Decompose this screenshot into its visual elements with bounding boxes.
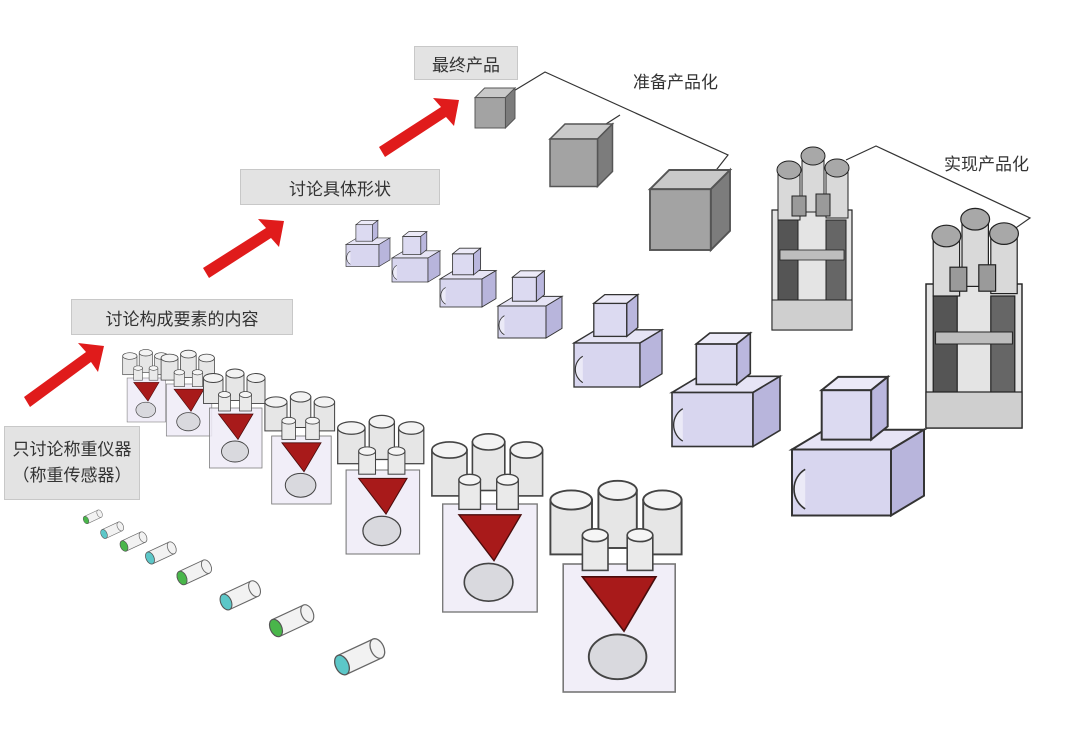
component-assembly bbox=[203, 368, 266, 469]
sensor-cylinder bbox=[174, 557, 215, 587]
component-assembly bbox=[549, 479, 683, 693]
connector-prepare bbox=[511, 71, 729, 179]
shape-block bbox=[573, 293, 663, 388]
sensor-cylinder bbox=[217, 578, 264, 613]
sensor-cylinder bbox=[266, 602, 317, 640]
component-assembly bbox=[337, 414, 425, 555]
shape-block bbox=[497, 270, 563, 339]
label-weighing-instrument: 只讨论称重仪器 （称重传感器） bbox=[4, 426, 140, 500]
sensor-cylinder bbox=[118, 530, 149, 553]
progress-arrow-2 bbox=[203, 219, 284, 278]
label-weighing-instrument-line2: （称重传感器） bbox=[12, 466, 132, 486]
sensor-cylinder bbox=[98, 520, 126, 540]
label-prepare-productization: 准备产品化 bbox=[633, 73, 718, 93]
sensor-cylinder bbox=[143, 539, 179, 566]
product-cube bbox=[549, 123, 614, 188]
shape-block bbox=[345, 219, 391, 267]
progress-arrow-3 bbox=[379, 98, 459, 157]
product-cube bbox=[649, 169, 731, 251]
real-machine bbox=[925, 207, 1023, 429]
product-cube bbox=[474, 87, 516, 129]
component-assembly bbox=[264, 391, 336, 505]
label-components: 讨论构成要素的内容 bbox=[71, 299, 293, 335]
component-assembly bbox=[431, 432, 544, 613]
shape-block bbox=[671, 332, 781, 448]
shape-block bbox=[391, 231, 441, 283]
shape-block bbox=[791, 375, 925, 517]
sensor-cylinder bbox=[331, 635, 389, 678]
label-weighing-instrument-line1: 只讨论称重仪器 bbox=[12, 440, 132, 460]
shape-block bbox=[439, 247, 497, 308]
label-realize-productization: 实现产品化 bbox=[944, 155, 1029, 175]
progress-arrow-1 bbox=[24, 343, 104, 407]
real-machine bbox=[771, 146, 853, 331]
connector-realize bbox=[845, 145, 1032, 233]
label-specific-shape: 讨论具体形状 bbox=[240, 169, 440, 205]
label-final-product: 最终产品 bbox=[414, 46, 518, 80]
sensor-cylinder bbox=[81, 508, 104, 525]
